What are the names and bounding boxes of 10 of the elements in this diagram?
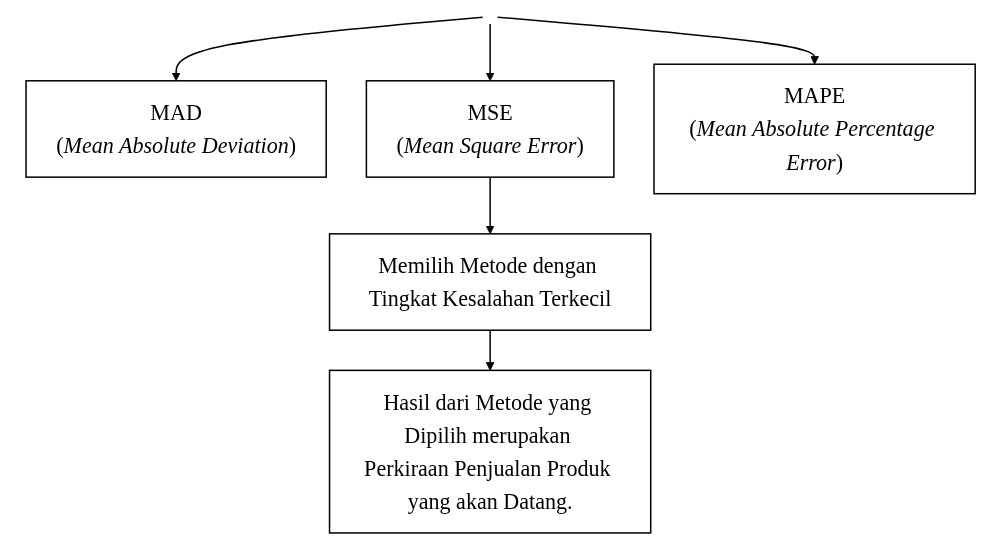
node-box: Memilih Metode dengan Tingkat Kesalahan Terkecil [329,233,652,331]
node-box: MAPE (Mean Absolute Percentage Error) [653,63,977,195]
arrow [172,16,484,82]
arrow [486,176,495,235]
arrow [486,23,495,82]
arrow [486,329,495,371]
node-box: MAD (Mean Absolute Deviation) [25,80,328,178]
node-box: Hasil dari Metode yang Dipilih merupakan Perkiraan Penjualan Produk yang akan Datang. [329,369,652,534]
node-box: MSE (Mean Square Error) [366,80,615,178]
arrow [497,16,820,65]
